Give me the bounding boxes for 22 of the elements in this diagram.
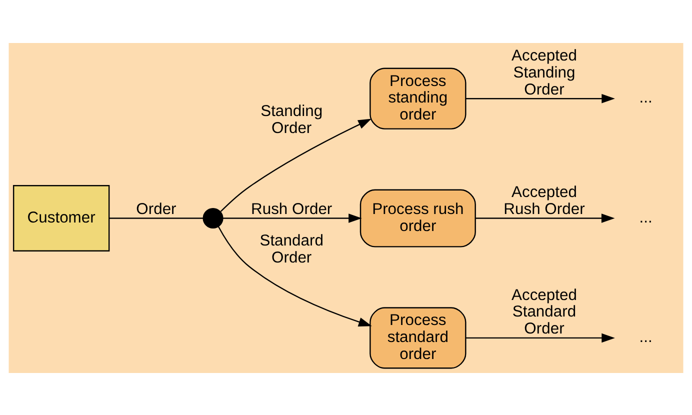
arrow (475, 213, 615, 222)
node-box: Customer (12, 184, 110, 252)
edge-label: Accepted Rush Order (504, 184, 585, 218)
edge-label: Order (136, 200, 176, 218)
edge-label: Accepted Standing Order (512, 46, 577, 98)
arrow (222, 213, 362, 222)
node-text: ... (639, 208, 652, 226)
arrow (466, 332, 615, 342)
edge-label: Rush Order (251, 200, 332, 218)
node-box: Process rush order (360, 188, 476, 247)
edge-label: Accepted Standard Order (512, 286, 577, 338)
connector (109, 217, 204, 218)
edge-label: Standard Order (260, 232, 324, 266)
node-text: ... (639, 328, 652, 346)
arrow (466, 93, 615, 103)
node-circle (202, 208, 224, 228)
node-box: Process standing order (370, 67, 466, 129)
arrow (218, 226, 372, 326)
arrow (220, 118, 372, 212)
edge-label: Standing Order (260, 102, 323, 136)
node-box: Process standard order (370, 306, 466, 368)
node-text: ... (639, 89, 652, 106)
